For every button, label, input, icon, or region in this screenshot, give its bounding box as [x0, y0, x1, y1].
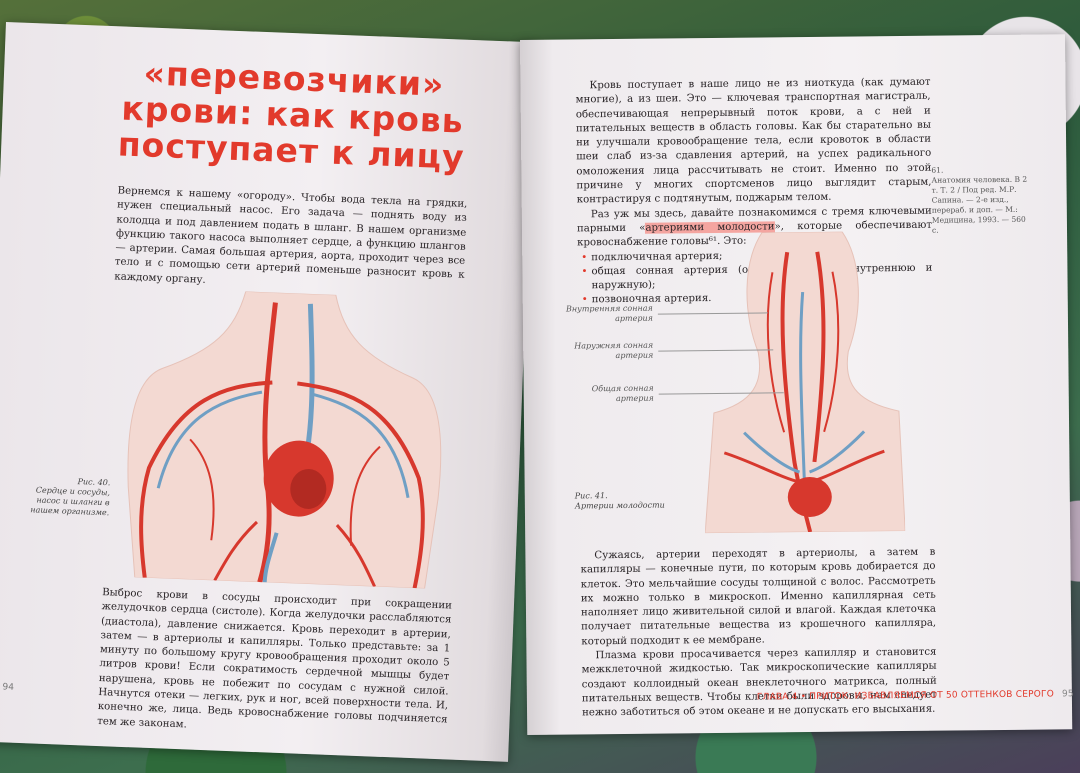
right-page-number: 95 [1061, 689, 1074, 700]
figure-40-text: Сердце и сосуды, насос и шланги в нашем … [30, 485, 111, 518]
footnote-61: 61. Анатомия человека. В 2 т. Т. 2 / Под… [931, 165, 1032, 236]
right-paragraph-4: Плазма крови просачивается через капилля… [581, 646, 937, 719]
label-external-carotid: Наружняя сонная артерия [574, 340, 654, 361]
left-paragraph-2: Выброс крови в сосуды происходит при сок… [97, 587, 453, 731]
footnote-text: Анатомия человека. В 2 т. Т. 2 / Под ред… [931, 174, 1028, 235]
right-page: Кровь поступает в наше лицо не из ниотку… [520, 34, 1074, 735]
heart-vessels-illustration [127, 290, 442, 590]
figure-40-caption: Рис. 40. Сердце и сосуды, насос и шланги… [9, 475, 110, 519]
right-paragraph-3: Сужаясь, артерии переходят в артериолы, … [580, 546, 937, 648]
label-common-carotid: Общая сонная артерия [591, 383, 654, 404]
right-paragraph-1: Кровь поступает в наше лицо не из ниотку… [575, 76, 932, 206]
footer-chapter: ГЛАВА 4 • ПРИТОК: ИЗБАВЛЯЕМСЯ ОТ 50 ОТТЕ… [756, 689, 1055, 703]
chapter-title: «перевозчики» крови: как кровь поступает… [101, 53, 485, 176]
left-page-number: 94 [2, 682, 15, 693]
running-footer: ГЛАВА 4 • ПРИТОК: ИЗБАВЛЯЕМСЯ ОТ 50 ОТТЕ… [757, 689, 1074, 702]
left-page: «перевозчики» крови: как кровь поступает… [0, 22, 536, 762]
label-internal-carotid: Внутренняя сонная артерия [565, 303, 653, 324]
figure-41-caption: Рис. 41. Артерии молодости [575, 490, 685, 511]
neck-arteries-illustration [704, 231, 906, 534]
figure-41-text: Артерии молодости [574, 500, 665, 511]
left-paragraph-1: Вернемся к нашему «огороду». Чтобы вода … [114, 185, 468, 286]
